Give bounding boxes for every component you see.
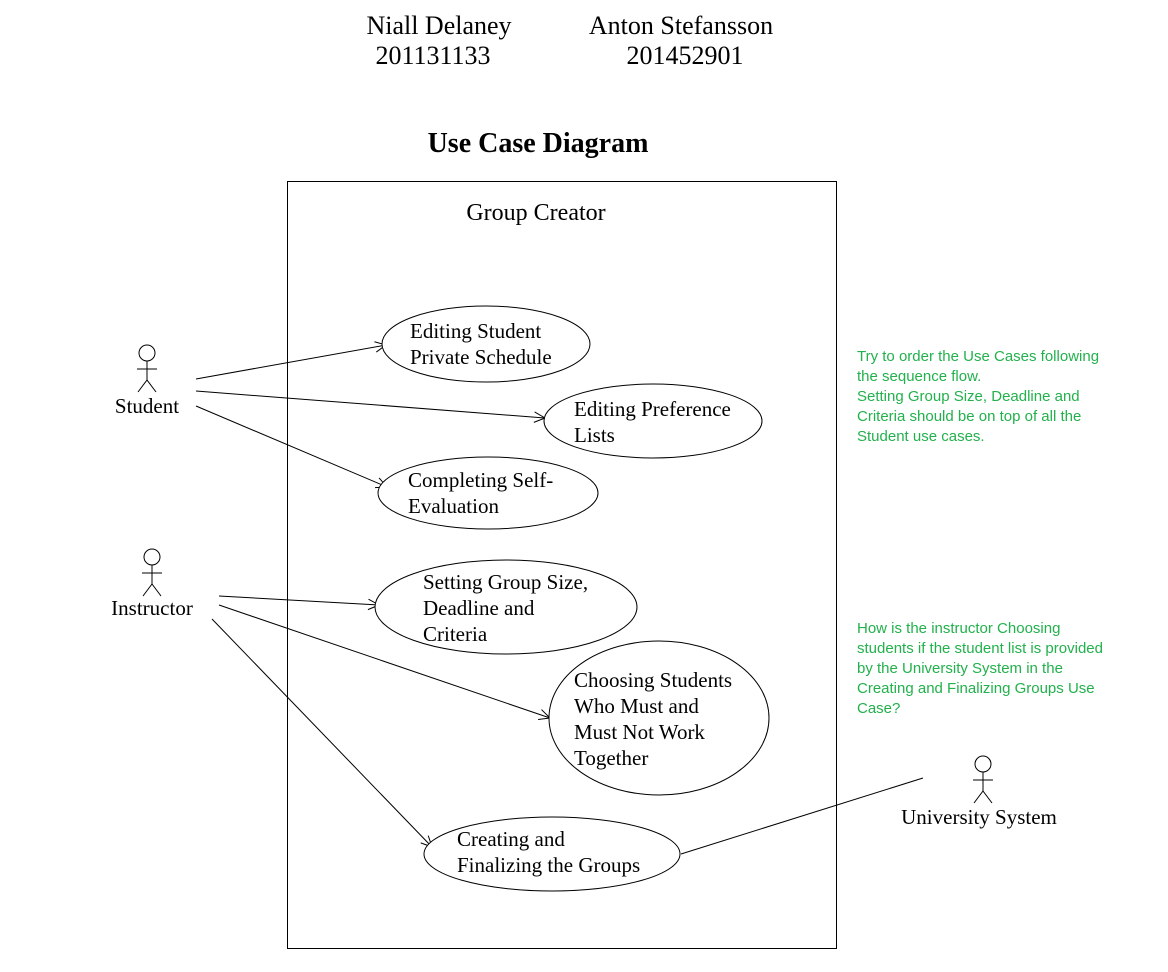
author-name: Anton Stefansson — [589, 11, 773, 40]
use-case-ellipse — [543, 383, 763, 459]
use-case-self-evaluation: Completing Self-Evaluation — [377, 456, 599, 530]
system-name: Group Creator — [466, 200, 605, 226]
author-id: 201452901 — [627, 41, 744, 70]
association-line — [195, 390, 546, 419]
association-line — [195, 344, 387, 380]
actor-instructor: Instructor — [111, 548, 193, 620]
actor-label: Instructor — [111, 596, 193, 620]
association-line — [218, 604, 551, 719]
stick-figure-icon — [142, 548, 162, 597]
use-case-label: Completing Self-Evaluation — [408, 468, 553, 518]
actor-student: Student — [115, 344, 179, 418]
author-id: 201131133 — [375, 41, 490, 70]
actor-university: University System — [901, 755, 1057, 829]
association-line — [218, 595, 380, 606]
use-case-ellipse — [548, 640, 770, 796]
use-case-ellipse — [423, 816, 681, 892]
association-line — [195, 405, 388, 488]
association-line — [680, 777, 924, 855]
use-case-ellipse — [374, 559, 638, 655]
author-name: Niall Delaney — [366, 11, 511, 40]
use-case-ellipse — [377, 456, 599, 530]
stick-figure-icon — [973, 755, 993, 804]
association-line — [211, 618, 433, 848]
diagram-title: Use Case Diagram — [428, 128, 649, 159]
association-lines — [195, 341, 924, 855]
actor-label: University System — [901, 805, 1057, 829]
use-case-ellipse — [381, 305, 591, 383]
stick-figure-icon — [137, 344, 157, 393]
system-boundary — [287, 181, 837, 949]
actor-label: Student — [115, 394, 179, 418]
